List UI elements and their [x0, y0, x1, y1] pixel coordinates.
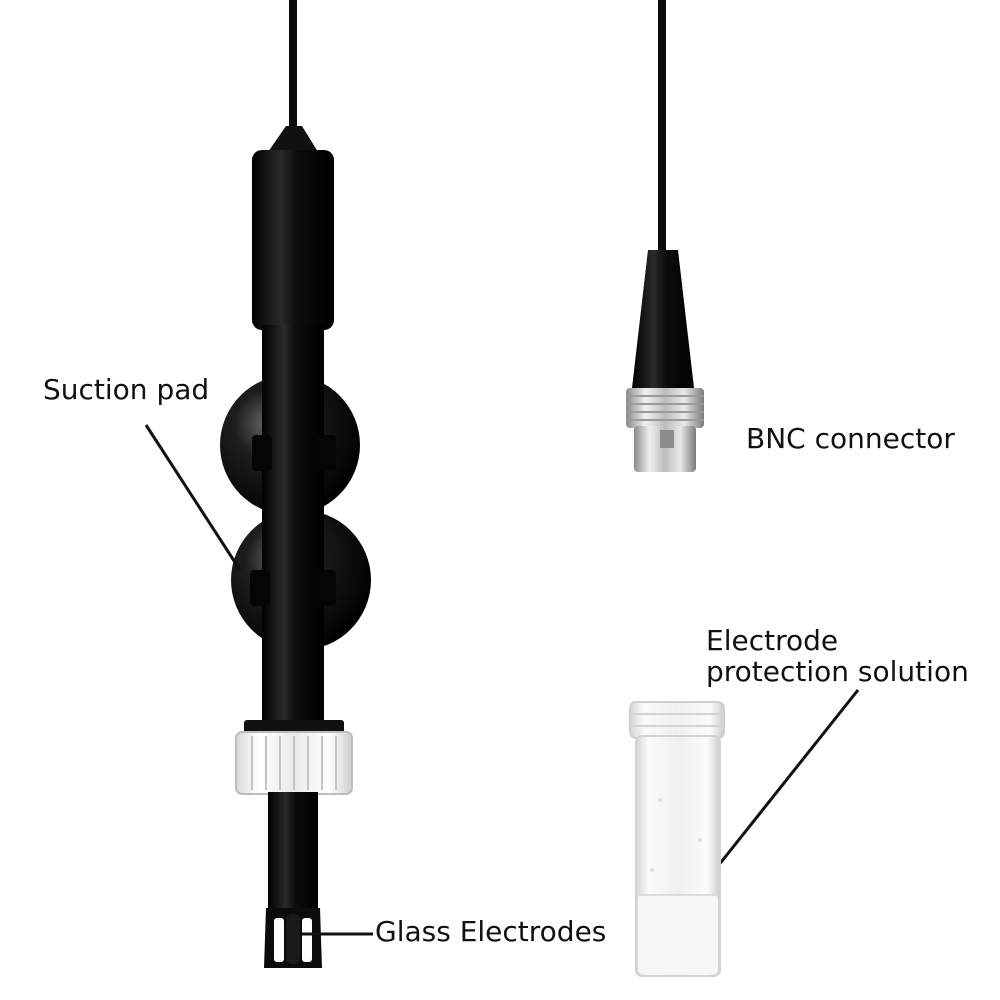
bnc-knurled-ring [626, 388, 704, 428]
protection-solution-label-line2: protection solution [706, 655, 969, 688]
vial-threaded-neck [629, 701, 725, 739]
ph-probe [220, 0, 371, 968]
glass-electrodes-label: Glass Electrodes [375, 915, 607, 948]
probe-lower-shaft [268, 792, 318, 910]
suction-pad-pointer [144, 424, 242, 571]
suction-pad-label: Suction pad [43, 373, 210, 406]
bnc-boot [632, 250, 694, 388]
protection-solution-label: Electrode protection solution [706, 625, 969, 687]
protection-solution-label-line1: Electrode [706, 624, 839, 657]
probe-cable-strain-relief [268, 126, 318, 152]
suction-pad-lower [231, 510, 371, 650]
probe-collar-top [244, 720, 344, 734]
bnc-connector-label: BNC connector [746, 422, 955, 455]
bnc-bayonet [634, 426, 696, 472]
suction-pad-upper [220, 375, 360, 515]
glass-electrode-bulb [286, 914, 300, 964]
protection-solution-pointer [716, 689, 860, 867]
collar-ridges [251, 736, 337, 790]
bnc-connector [626, 0, 704, 472]
protection-solution-vial [629, 701, 725, 977]
vial-solution [638, 895, 718, 974]
probe-handle [252, 150, 334, 330]
